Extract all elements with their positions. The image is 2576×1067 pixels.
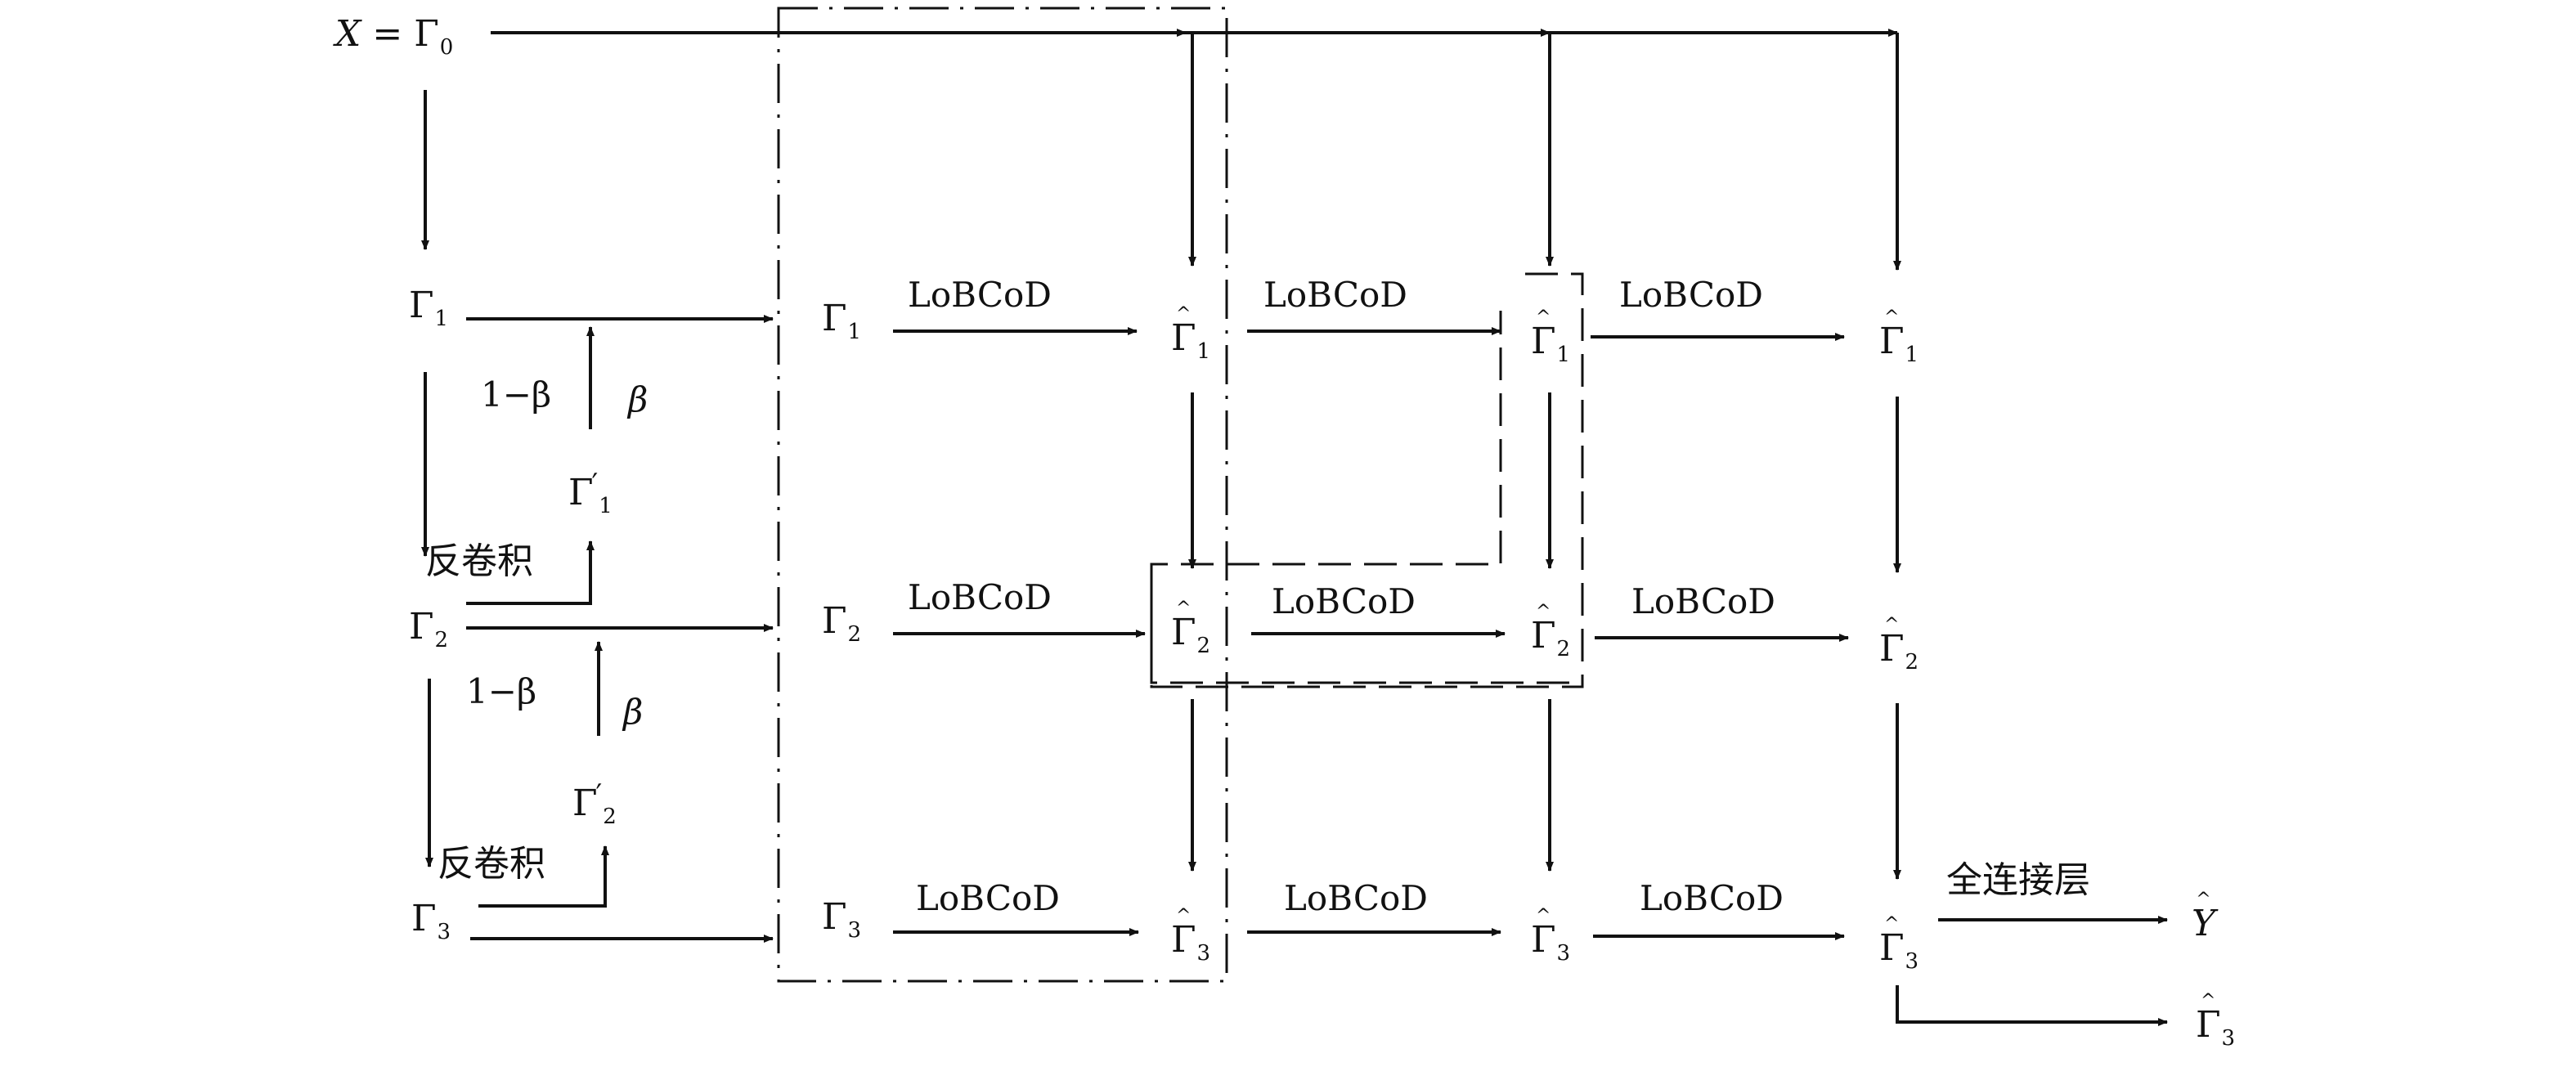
hat-gamma-c2-r1: Γ1 [1171,321,1211,364]
lobcod-label-r1-1: LoBCoD [908,275,1052,315]
dashed-box-inner [1150,272,1584,688]
x-symbol: X [335,13,361,55]
gamma-hat-symbol: Γ [1171,615,1196,651]
output-gamma-3: Γ3 [2196,1007,2236,1051]
stage-gamma-3: Γ3 [822,896,862,943]
gamma-subscript: 2 [1196,634,1211,658]
y-hat-symbol: Y [2192,906,2215,942]
gamma-hat-symbol: Γ [1171,922,1196,958]
gamma-symbol: Γ [822,896,847,938]
gamma-symbol: Γ [409,606,434,648]
prime-gamma-1: Γ′1 [568,470,613,517]
gamma-subscript: 3 [1556,941,1571,966]
gamma-subscript: 1 [847,320,862,344]
dashed-box-stage [777,7,1228,983]
gamma-hat-symbol: Γ [1531,922,1556,958]
prime-mark: ′ [591,468,599,500]
gamma-symbol: Γ [822,600,847,642]
prime-mark: ′ [595,778,603,811]
hat-gamma-c3-r1: Γ1 [1531,324,1571,367]
lobcod-label-r1-2: LoBCoD [1263,275,1407,315]
gamma-symbol: Γ [409,285,434,326]
hat-gamma-c4-r3: Γ3 [1879,930,1919,974]
lobcod-label-r3-1: LoBCoD [916,878,1060,918]
weight-beta-1: β [628,379,648,419]
gamma-hat-symbol: Γ [2196,1007,2221,1043]
input-node: X = Γ0 [335,13,454,60]
gamma-symbol: Γ [414,13,439,55]
gamma-subscript: 3 [437,920,451,944]
gamma-subscript: 2 [603,805,617,829]
hat-gamma-c4-r1: Γ1 [1879,324,1919,367]
gamma-hat-symbol: Γ [1531,324,1556,360]
gamma-symbol: Γ [411,898,437,939]
gamma-subscript: 1 [599,494,613,518]
left-gamma-2: Γ2 [409,606,449,652]
gamma-subscript: 3 [2221,1026,2236,1051]
equals-symbol: = [372,13,403,55]
weight-one-minus-beta-2: 1−β [466,671,537,711]
lobcod-label-r2-3: LoBCoD [1631,581,1775,621]
gamma-subscript: 1 [434,307,449,331]
deconv-label-2: 反卷积 [438,843,545,885]
lobcod-label-r3-3: LoBCoD [1640,878,1784,918]
gamma-subscript: 2 [1905,650,1919,675]
hat-gamma-c4-r2: Γ2 [1879,631,1919,675]
deconv-label-1: 反卷积 [425,540,533,582]
gamma-subscript: 3 [1196,941,1211,966]
prime-gamma-2: Γ′2 [572,781,617,827]
gamma-subscript: 3 [1905,949,1919,974]
lobcod-label-r2-2: LoBCoD [1272,581,1416,621]
stage-gamma-2: Γ2 [822,600,862,647]
gamma-symbol: Γ [822,298,847,339]
gamma-hat-symbol: Γ [1879,631,1905,667]
gamma-subscript: 0 [439,35,454,60]
gamma-symbol: Γ [568,472,594,513]
gamma-symbol: Γ [572,782,598,824]
gamma-subscript: 2 [1556,637,1571,661]
output-y: Y [2192,906,2215,942]
stage-gamma-1: Γ1 [822,301,861,343]
hat-gamma-c3-r2: Γ2 [1531,618,1571,661]
gamma-subscript: 2 [434,628,449,652]
arrow-deconv-1 [466,540,595,605]
hat-gamma-c3-r3: Γ3 [1531,922,1571,966]
gamma-subscript: 1 [1905,343,1919,367]
arrow-deconv-2 [478,845,609,908]
gamma-hat-symbol: Γ [1879,324,1905,360]
weight-one-minus-beta-1: 1−β [481,374,552,415]
gamma-hat-symbol: Γ [1171,321,1196,356]
weight-beta-2: β [623,692,644,732]
gamma-subscript: 1 [1196,339,1211,364]
hat-gamma-c2-r3: Γ3 [1171,922,1211,966]
lobcod-label-r2-1: LoBCoD [908,577,1052,617]
gamma-subscript: 3 [847,918,862,943]
left-gamma-3: Γ3 [411,898,451,944]
hat-gamma-c2-r2: Γ2 [1171,615,1210,657]
left-gamma-1: Γ1 [409,288,448,330]
lobcod-label-r3-2: LoBCoD [1284,878,1428,918]
dashed-box-inner-2 [1150,564,1582,684]
arrow-to-gamma3-out [1896,985,2168,1026]
lobcod-label-r1-3: LoBCoD [1619,275,1763,315]
gamma-subscript: 1 [1556,343,1571,367]
fc-layer-label: 全连接层 [1946,859,2090,901]
gamma-hat-symbol: Γ [1531,618,1556,654]
gamma-hat-symbol: Γ [1879,930,1905,966]
gamma-subscript: 2 [847,622,862,647]
